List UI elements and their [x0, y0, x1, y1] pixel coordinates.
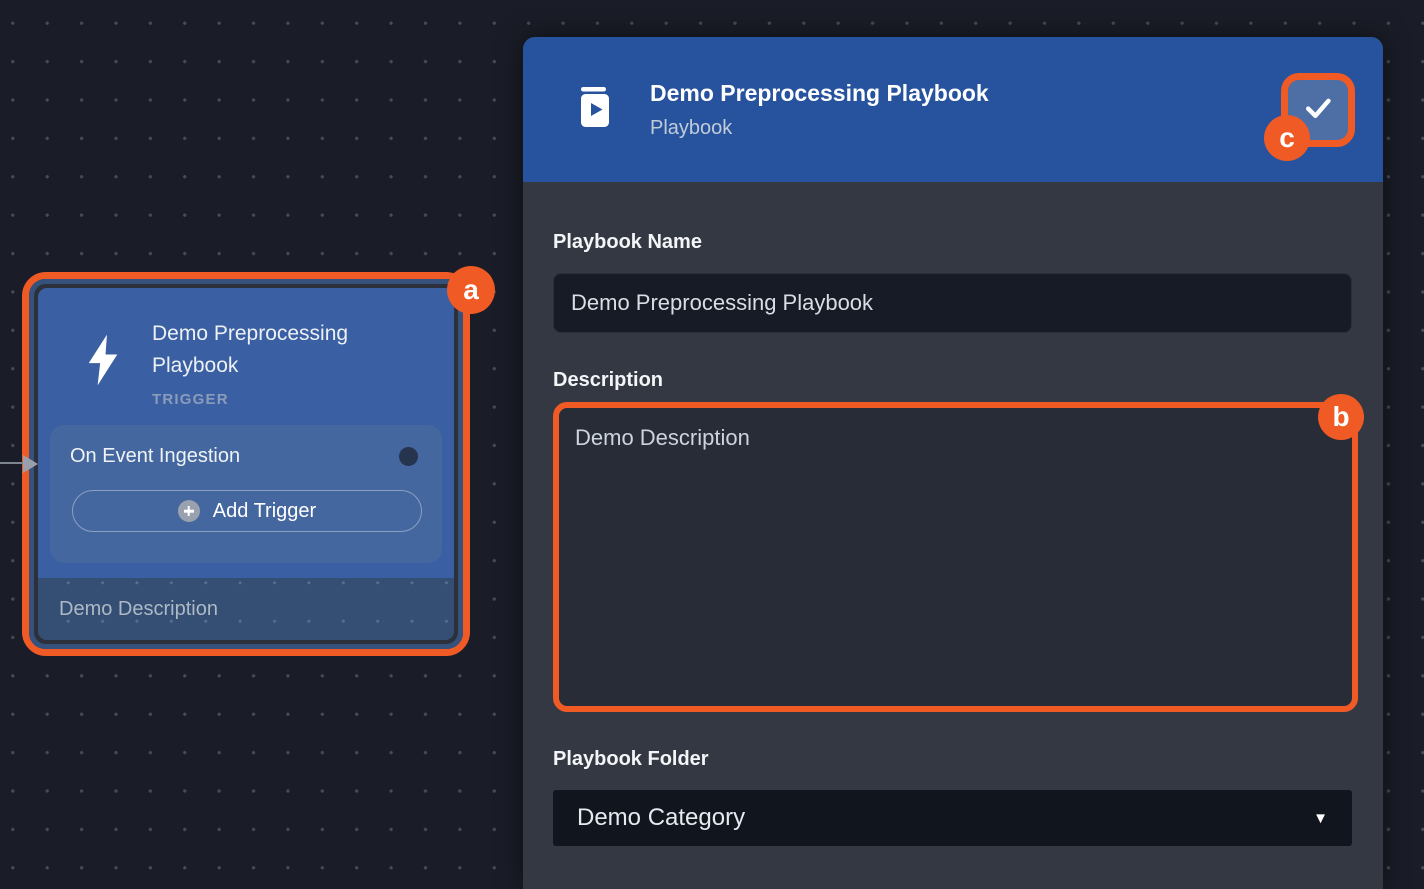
panel-header: Demo Preprocessing Playbook Playbook c	[523, 37, 1383, 182]
caret-down-icon: ▼	[1313, 809, 1328, 827]
node-selection-ring: Demo Preprocessing Playbook TRIGGER On E…	[29, 279, 463, 649]
node-description-footer: Demo Description	[38, 578, 454, 640]
annotation-badge-c: c	[1264, 114, 1310, 161]
trigger-node-card[interactable]: Demo Preprocessing Playbook TRIGGER On E…	[38, 288, 454, 640]
trigger-status-dot-icon	[399, 447, 418, 466]
panel-subtitle: Playbook	[650, 116, 733, 139]
playbook-book-icon	[578, 86, 612, 133]
playbook-folder-value: Demo Category	[577, 804, 746, 831]
node-description-text: Demo Description	[59, 597, 218, 620]
playbook-name-input[interactable]	[553, 273, 1352, 333]
connector-arrowhead-icon	[23, 455, 38, 473]
playbook-folder-label: Playbook Folder	[553, 748, 709, 770]
panel-title: Demo Preprocessing Playbook	[650, 79, 989, 106]
lightning-bolt-icon	[84, 330, 122, 408]
node-annotation-highlight: a Demo Preprocessing Playbook TRIGGER	[22, 266, 495, 656]
description-label: Description	[553, 369, 664, 391]
plus-circle-icon	[177, 500, 200, 522]
add-trigger-label: Add Trigger	[212, 499, 317, 522]
node-outline-ring: Demo Preprocessing Playbook TRIGGER On E…	[34, 284, 458, 644]
panel-body: Playbook Name Description Demo Descripti…	[523, 182, 1383, 846]
playbook-name-label: Playbook Name	[553, 231, 702, 253]
description-textarea[interactable]: Demo Description	[559, 408, 1352, 706]
annotation-badge-a: a	[447, 266, 495, 314]
description-annotation-highlight: Demo Description b	[553, 394, 1364, 712]
add-trigger-button[interactable]: Add Trigger	[72, 490, 422, 532]
trigger-row-label: On Event Ingestion	[70, 445, 241, 467]
playbook-properties-panel: Demo Preprocessing Playbook Playbook c P…	[523, 37, 1383, 889]
checkmark-icon	[1301, 91, 1335, 128]
confirm-button[interactable]: c	[1264, 72, 1355, 161]
node-title: Demo Preprocessing Playbook	[152, 322, 349, 377]
annotation-badge-b: b	[1318, 394, 1364, 440]
node-header: Demo Preprocessing Playbook TRIGGER	[38, 288, 454, 408]
playbook-folder-dropdown[interactable]: Demo Category ▼	[553, 790, 1352, 846]
connector-edge	[0, 462, 26, 464]
trigger-row[interactable]: On Event Ingestion	[70, 445, 424, 468]
trigger-list-container: On Event Ingestion Add Trigger	[50, 425, 442, 563]
node-type-label: TRIGGER	[152, 391, 229, 408]
